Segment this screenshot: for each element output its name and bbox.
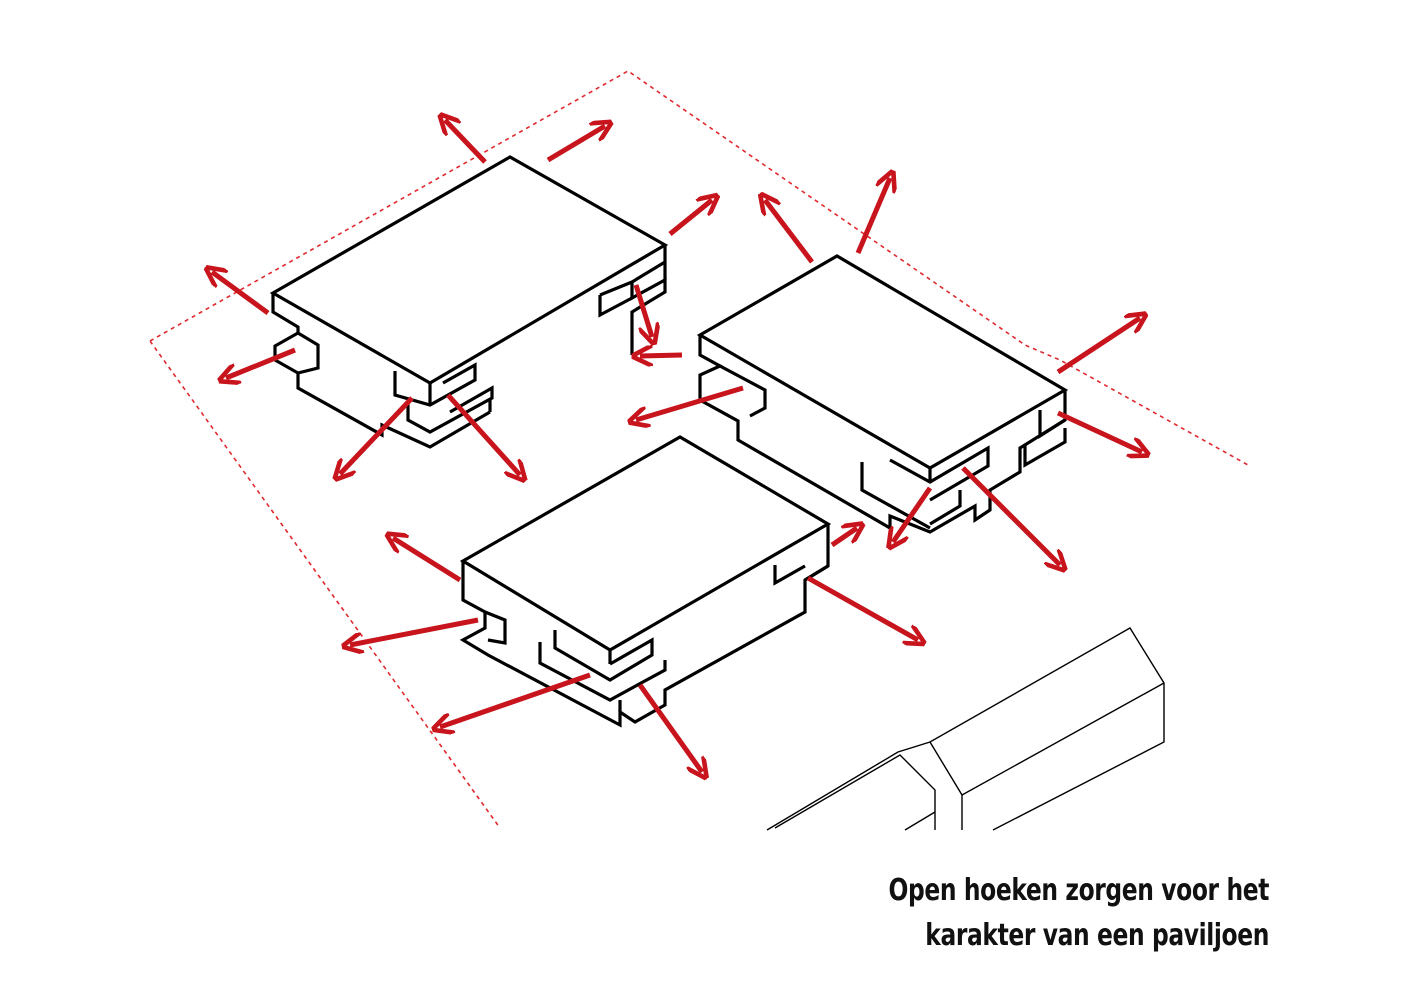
arrow-south-4 (806, 575, 918, 640)
caption: Open hoeken zorgen voor het karakter van… (863, 868, 1270, 958)
arrow-east-7 (961, 466, 1060, 565)
arrow-north-6 (340, 396, 414, 474)
arrow-east-4 (636, 385, 744, 420)
arrow-north-3 (668, 200, 712, 236)
pavilion-south (459, 435, 832, 728)
arrow-south-1 (393, 538, 462, 583)
arrow-east-1 (765, 200, 814, 264)
pavilion-east-roof (696, 254, 1069, 470)
arrow-north-9 (640, 355, 683, 356)
arrow-east-6 (893, 486, 933, 542)
arrow-south-6 (637, 683, 702, 772)
arrow-north-8 (633, 284, 652, 337)
view-arrows (212, 120, 1142, 772)
arrow-north-4 (212, 272, 270, 316)
caption-line-1: Open hoeken zorgen voor het (888, 873, 1270, 908)
arrow-east-3 (1056, 318, 1140, 375)
pavilion-north-roof (269, 155, 669, 385)
arrow-east-5 (1056, 410, 1142, 452)
arrow-north-5 (226, 347, 296, 378)
arrow-north-2 (546, 126, 605, 163)
arrow-south-3 (350, 617, 479, 645)
plot-boundary (149, 70, 1249, 829)
existing-building (766, 627, 1165, 831)
arrow-south-5 (440, 672, 591, 727)
arrow-north-7 (446, 393, 520, 475)
pavilion-east (696, 254, 1069, 534)
arrow-south-2 (830, 528, 857, 548)
caption-line-2: karakter van een paviljoen (925, 918, 1269, 953)
pavilion-north (269, 155, 669, 449)
arrow-north-1 (445, 120, 487, 164)
arrow-east-2 (855, 178, 890, 254)
